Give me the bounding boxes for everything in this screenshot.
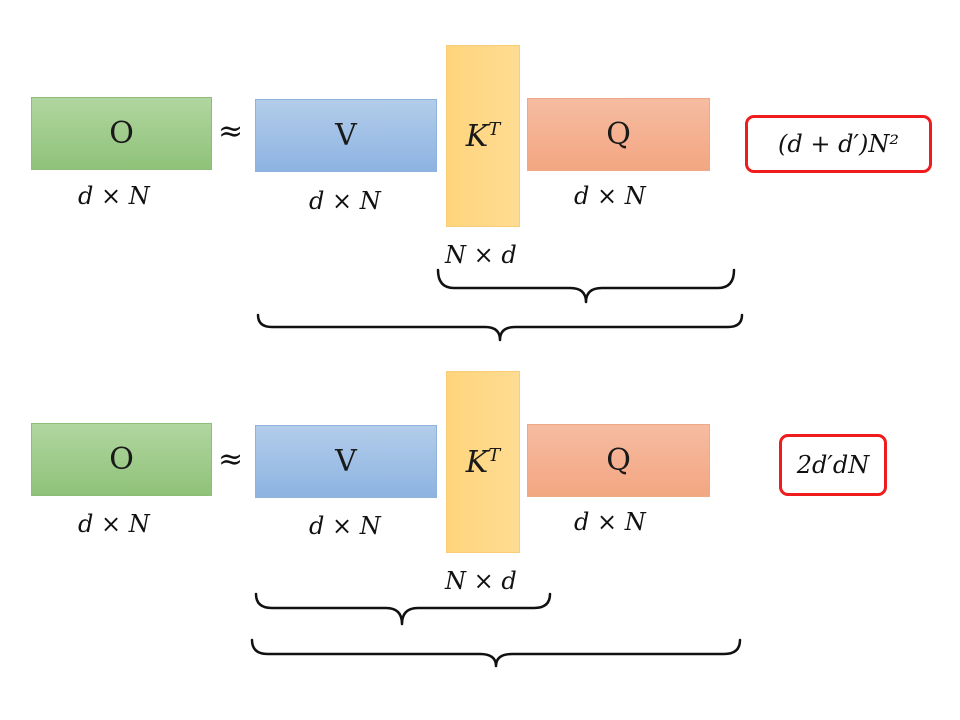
approx-sign-row1: ≈: [218, 114, 244, 149]
brace-vkt-row2: [254, 592, 552, 626]
matrix-v-row1: V: [255, 99, 437, 172]
dim-o-row2: d × N: [78, 510, 150, 538]
brace-all-row2: [250, 638, 742, 668]
matrix-v-label: V: [335, 444, 357, 479]
cost-box-row1: (d + d′)N²: [745, 115, 932, 173]
matrix-kt-label: KT: [465, 444, 501, 480]
matrix-q-row2: Q: [527, 424, 710, 497]
brace-ktq-row1: [436, 268, 736, 304]
matrix-q-label: Q: [606, 443, 631, 478]
matrix-o-label: O: [109, 442, 134, 477]
matrix-v-row2: V: [255, 425, 437, 498]
matrix-v-label: V: [335, 118, 357, 153]
matrix-q-label: Q: [606, 117, 631, 152]
dim-v-row1: d × N: [309, 187, 381, 215]
matrix-kt-label: KT: [465, 118, 501, 154]
cost-box-row2: 2d′dN: [779, 434, 887, 496]
approx-sign-row2: ≈: [218, 442, 244, 477]
matrix-q-row1: Q: [527, 98, 710, 171]
matrix-o-row2: O: [31, 423, 212, 496]
matrix-o-label: O: [109, 116, 134, 151]
dim-o-row1: d × N: [78, 182, 150, 210]
dim-v-row2: d × N: [309, 512, 381, 540]
brace-all-row1: [256, 313, 744, 342]
matrix-o-row1: O: [31, 97, 212, 170]
matrix-kt-row1: KT: [446, 45, 520, 227]
dim-kt-row2: N × d: [445, 567, 517, 595]
dim-q-row2: d × N: [574, 508, 646, 536]
dim-kt-row1: N × d: [445, 241, 517, 269]
dim-q-row1: d × N: [574, 182, 646, 210]
matrix-kt-row2: KT: [446, 371, 520, 553]
